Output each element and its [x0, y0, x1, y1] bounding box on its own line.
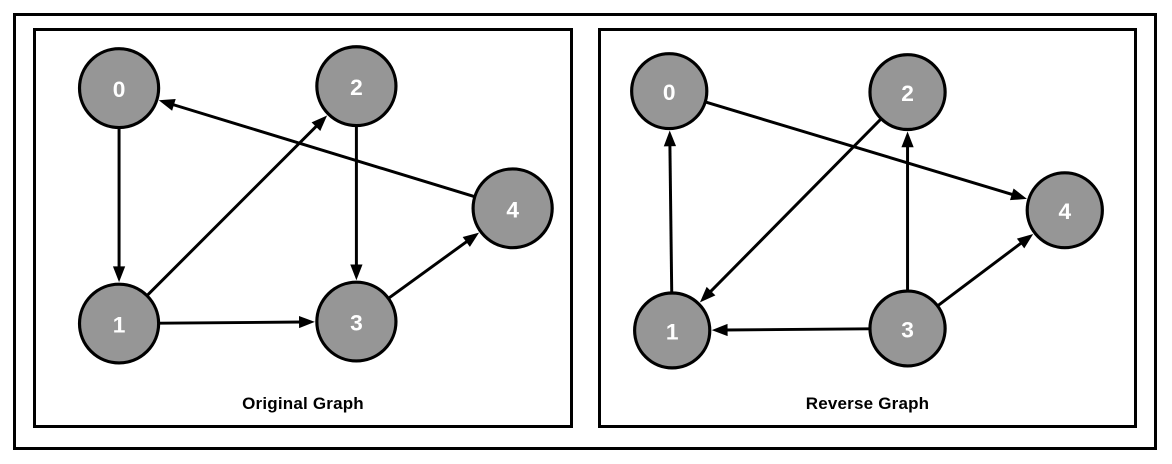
edge-line [388, 238, 470, 300]
node-label: 0 [113, 76, 126, 102]
arrowhead-icon [711, 323, 728, 337]
edge-line [724, 327, 869, 332]
node-label: 0 [663, 79, 676, 105]
graph-edge-2-to-1 [699, 118, 882, 303]
original-graph-svg: 0 1 2 3 4 [77, 45, 554, 365]
graph-node-1[interactable]: 1 [77, 282, 161, 365]
panel-caption-reverse: Reverse Graph [805, 394, 930, 413]
arrowhead-icon [1009, 188, 1027, 201]
graph-edge-0-to-4 [705, 100, 1027, 201]
node-circle[interactable] [868, 53, 947, 132]
node-label: 2 [350, 74, 363, 100]
node-circle[interactable] [315, 280, 398, 363]
edge-line [705, 100, 1016, 197]
graph-edge-1-to-2 [146, 115, 328, 296]
graph-edge-3-to-1 [711, 323, 869, 337]
arrowhead-icon [311, 115, 328, 131]
edge-line [707, 118, 882, 295]
graph-node-2[interactable]: 2 [315, 45, 398, 128]
edge-line [146, 123, 320, 296]
graph-edge-1-to-0 [663, 130, 677, 293]
edge-layer [663, 100, 1034, 337]
outer-frame [13, 13, 1157, 450]
panel-original-graph: 0 1 2 3 4 Original Graph [33, 28, 573, 428]
graph-edge-2-to-3 [350, 126, 363, 281]
edge-line [668, 143, 674, 293]
graph-node-3[interactable]: 3 [868, 289, 947, 368]
arrowhead-icon [298, 315, 315, 329]
graph-node-0[interactable]: 0 [630, 52, 709, 131]
graph-node-1[interactable]: 1 [633, 291, 712, 370]
node-circle[interactable] [471, 167, 554, 250]
edge-line [170, 102, 475, 198]
arrowhead-icon [158, 99, 176, 111]
graph-edge-3-to-4 [937, 234, 1034, 307]
edge-line [937, 240, 1024, 307]
arrowhead-icon [663, 130, 677, 147]
node-label: 3 [350, 310, 363, 336]
node-label: 3 [901, 316, 914, 342]
node-label: 4 [1058, 198, 1071, 224]
edge-layer [112, 99, 480, 329]
arrowhead-icon [462, 232, 480, 247]
reverse-graph-svg: 0 1 2 3 4 [630, 52, 1104, 370]
panel-reverse-graph: 0 1 2 3 4 Reverse Graph [598, 28, 1137, 428]
node-label: 2 [901, 80, 914, 106]
arrowhead-icon [1016, 234, 1034, 249]
graph-edge-4-to-0 [158, 99, 475, 198]
graph-node-0[interactable]: 0 [77, 47, 161, 130]
graph-edge-1-to-3 [159, 315, 315, 329]
graph-node-4[interactable]: 4 [1025, 171, 1104, 250]
graph-edge-0-to-1 [112, 128, 126, 283]
node-circle[interactable] [633, 291, 712, 370]
arrowhead-icon [901, 131, 914, 148]
arrowhead-icon [350, 264, 363, 281]
arrowhead-icon [112, 266, 126, 283]
node-label: 1 [666, 318, 679, 344]
node-circle[interactable] [315, 45, 398, 128]
node-circle[interactable] [77, 47, 161, 130]
node-circle[interactable] [630, 52, 709, 131]
node-circle[interactable] [868, 289, 947, 368]
panel-caption-original: Original Graph [242, 394, 364, 413]
graph-edge-3-to-2 [901, 131, 914, 291]
graph-node-2[interactable]: 2 [868, 53, 947, 132]
edge-line [159, 320, 303, 325]
graph-edge-3-to-4 [388, 232, 480, 300]
graph-node-4[interactable]: 4 [471, 167, 554, 250]
graph-node-3[interactable]: 3 [315, 280, 398, 363]
node-label: 4 [506, 196, 519, 222]
arrowhead-icon [699, 286, 716, 303]
node-circle[interactable] [77, 282, 161, 365]
node-circle[interactable] [1025, 171, 1104, 250]
node-label: 1 [113, 312, 126, 338]
